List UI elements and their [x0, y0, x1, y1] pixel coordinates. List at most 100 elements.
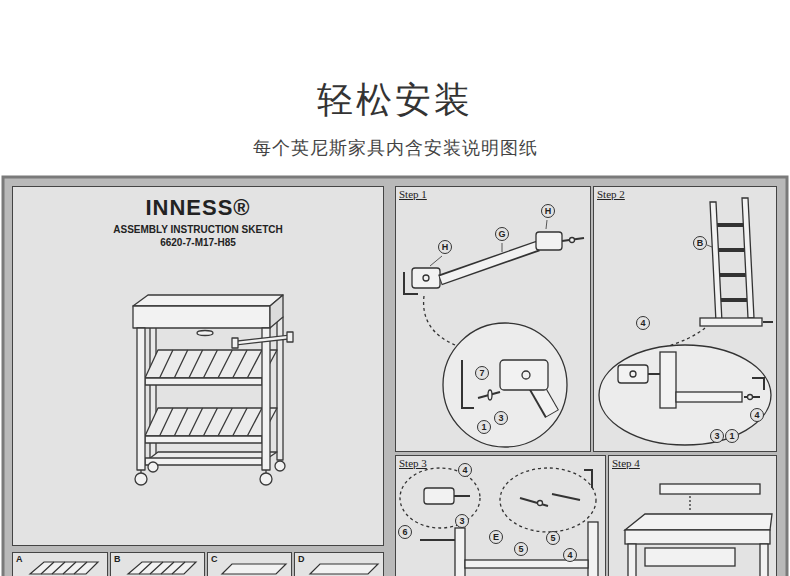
allen-key	[752, 378, 764, 390]
post	[660, 352, 676, 408]
panel-fill	[294, 552, 384, 576]
bracket	[500, 360, 548, 390]
panel-fill	[593, 186, 777, 452]
leg	[628, 544, 636, 576]
step2-drawing	[599, 198, 773, 445]
sheet-heading: 6620-7-M17-H85	[160, 237, 236, 249]
leader-line	[707, 245, 712, 247]
panel-fill	[395, 455, 606, 576]
panel-fills	[12, 186, 777, 576]
shelf-slats	[160, 408, 262, 436]
callout-number: 6	[398, 525, 412, 539]
cart-top-front	[133, 306, 270, 328]
towel-bar	[236, 337, 290, 343]
callout-number: 4	[458, 463, 472, 477]
drawer	[645, 548, 735, 566]
callout-number: 3	[710, 429, 724, 443]
brand-logo: INNESS®	[145, 195, 250, 220]
panel-fill	[207, 552, 292, 576]
wheel	[260, 473, 272, 485]
washer	[538, 501, 543, 506]
callout-number: 4	[636, 316, 650, 330]
leg	[760, 544, 768, 576]
part-box: A	[12, 552, 108, 576]
part-slats	[41, 562, 87, 574]
box-label: A	[16, 554, 23, 564]
callout-number: 1	[477, 420, 491, 434]
wheel	[135, 473, 147, 485]
dashed-zoom	[400, 468, 480, 528]
sheet-ground	[3, 177, 787, 576]
guide-line	[689, 496, 690, 510]
title-panel: INNESS® ASSEMBLY INSTRUCTION SKETCH6620-7…	[12, 186, 384, 546]
leg	[588, 522, 598, 576]
dowel	[648, 373, 660, 375]
box-label: D	[298, 554, 305, 564]
table-top-loose	[660, 484, 760, 494]
callout-number: 5	[514, 542, 528, 556]
callout-number: 4	[750, 408, 764, 422]
bottom-rail	[700, 318, 762, 326]
rod	[440, 246, 538, 280]
leader-line	[502, 243, 503, 252]
drawer-knob	[197, 331, 213, 336]
allen-key	[462, 360, 474, 408]
part-rack	[30, 562, 98, 574]
cart-drawing	[133, 295, 293, 485]
callout-number: 5	[546, 531, 560, 545]
zoom-circle	[599, 345, 771, 445]
rod	[441, 246, 537, 280]
box-label: Step 4	[612, 457, 640, 470]
cart-shelf	[145, 408, 277, 436]
cart-top	[133, 295, 283, 306]
panel-fill	[395, 186, 591, 452]
sheet-heading: ASSEMBLY INSTRUCTION SKETCH	[113, 224, 282, 236]
zoom-circle	[443, 323, 567, 447]
screw	[763, 321, 773, 323]
bracket	[412, 268, 440, 288]
box-label: C	[211, 554, 218, 564]
rod	[537, 387, 552, 413]
block	[618, 365, 648, 383]
wheel	[148, 462, 158, 472]
ladder-rail	[742, 198, 754, 318]
rail	[676, 392, 742, 402]
shelf-slats	[160, 350, 262, 378]
dashed-link	[424, 296, 455, 345]
cart-top-side	[270, 295, 283, 328]
dowel	[420, 539, 455, 541]
callout-number: H	[541, 204, 555, 218]
leader-line	[546, 220, 547, 229]
bar-bracket	[232, 338, 238, 348]
washer	[570, 238, 575, 243]
panel-fill	[110, 552, 205, 576]
part-box: D	[294, 552, 384, 576]
page-caption: 每个英尼斯家具内含安装说明图纸	[0, 136, 790, 160]
ladder-rung	[717, 225, 747, 300]
step4-drawing	[625, 484, 772, 576]
leader-line	[430, 256, 442, 266]
callout-number: H	[438, 240, 452, 254]
shelf-rail	[145, 458, 262, 465]
cart-shelf	[145, 350, 277, 378]
box-label: Step 3	[399, 457, 427, 470]
box-label: B	[114, 554, 121, 564]
part-slats	[139, 562, 185, 574]
table-front	[625, 530, 770, 544]
washer	[748, 395, 753, 400]
block	[424, 488, 454, 504]
box-label: Step 1	[399, 188, 427, 201]
callout-number: B	[693, 236, 707, 250]
box-label: Step 2	[597, 188, 625, 201]
bar-bracket	[287, 332, 293, 342]
screw	[552, 494, 580, 500]
bracket-hole	[423, 275, 429, 281]
allen-key	[584, 470, 592, 488]
page-title: 轻松安装	[0, 76, 790, 125]
callout-number: G	[495, 227, 509, 241]
dashed-zoom	[500, 468, 596, 532]
panel-fill	[608, 455, 777, 576]
part-box: B	[110, 552, 205, 576]
table-top	[625, 514, 772, 530]
callout-number: 7	[475, 366, 489, 380]
